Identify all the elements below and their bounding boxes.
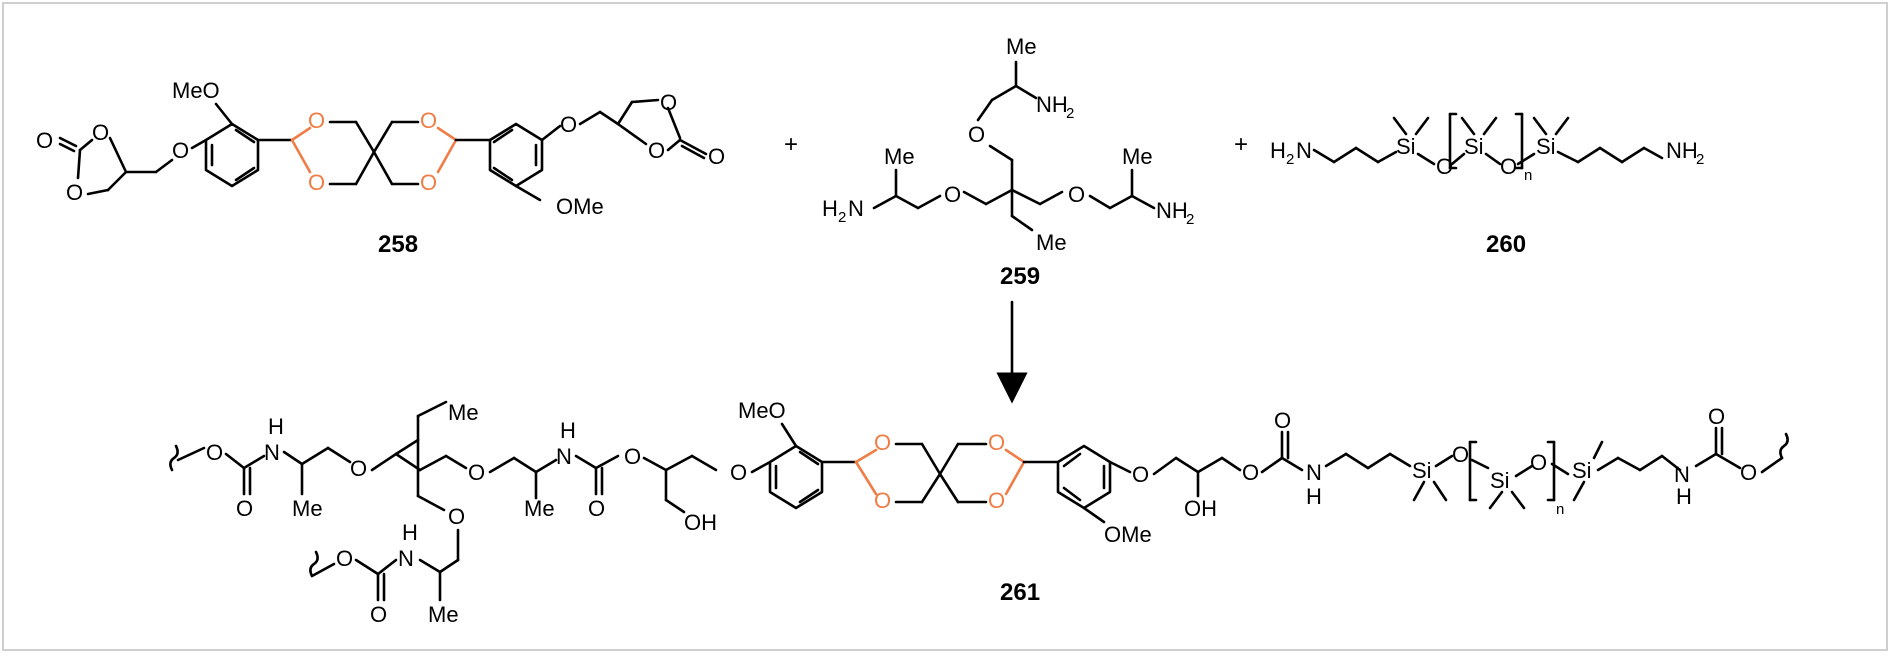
svg-text:O: O <box>36 128 53 153</box>
svg-text:H: H <box>1270 138 1286 163</box>
svg-text:Si: Si <box>1536 134 1556 159</box>
svg-text:O: O <box>236 496 253 521</box>
svg-text:Me: Me <box>428 602 459 627</box>
svg-text:MeO: MeO <box>738 398 786 423</box>
label-261: 261 <box>1000 579 1040 606</box>
svg-text:N: N <box>848 196 864 221</box>
svg-text:Si: Si <box>1412 458 1432 483</box>
svg-text:OH: OH <box>684 510 717 535</box>
svg-text:O: O <box>420 170 437 195</box>
svg-text:O: O <box>1132 462 1149 487</box>
label-259: 259 <box>1000 263 1040 290</box>
svg-text:MeO: MeO <box>172 78 220 103</box>
svg-text:H: H <box>1306 484 1322 509</box>
compound-260: H 2 N Si O Si O n Si NH 2 260 <box>1270 112 1704 258</box>
svg-text:2: 2 <box>1066 105 1074 122</box>
svg-text:O: O <box>944 182 961 207</box>
svg-text:O: O <box>66 180 83 205</box>
svg-text:H: H <box>822 196 838 221</box>
svg-text:O: O <box>1708 404 1725 429</box>
svg-text:O: O <box>660 90 677 115</box>
svg-text:O: O <box>560 112 577 137</box>
svg-text:Me: Me <box>1006 34 1037 59</box>
svg-text:H: H <box>402 520 418 545</box>
svg-text:O: O <box>730 460 747 485</box>
svg-text:O: O <box>92 120 109 145</box>
svg-text:O: O <box>448 504 465 529</box>
svg-text:O: O <box>1500 154 1517 179</box>
svg-text:O: O <box>1274 408 1291 433</box>
svg-text:Si: Si <box>1572 458 1592 483</box>
svg-text:O: O <box>1242 460 1259 485</box>
svg-text:NH: NH <box>1156 198 1188 223</box>
svg-text:Me: Me <box>448 400 479 425</box>
svg-text:NH: NH <box>1036 92 1068 117</box>
compound-258: O O O O MeO O O O O <box>36 78 725 258</box>
svg-text:O: O <box>1068 182 1085 207</box>
svg-text:2: 2 <box>838 209 846 226</box>
svg-text:N: N <box>1674 462 1690 487</box>
svg-text:O: O <box>1452 442 1469 467</box>
svg-text:O: O <box>308 170 325 195</box>
svg-text:n: n <box>1556 501 1564 518</box>
svg-text:O: O <box>708 144 725 169</box>
label-258: 258 <box>378 231 418 258</box>
svg-text:Me: Me <box>1036 230 1067 255</box>
svg-text:Me: Me <box>292 496 323 521</box>
svg-text:O: O <box>988 430 1005 455</box>
svg-text:O: O <box>468 460 485 485</box>
svg-text:O: O <box>1740 460 1757 485</box>
svg-text:NH: NH <box>1666 138 1698 163</box>
svg-text:Si: Si <box>1490 468 1510 493</box>
svg-text:N: N <box>556 444 572 469</box>
compound-261: O O N H Me O Me O Me N H O <box>169 398 1789 627</box>
svg-text:O: O <box>172 138 189 163</box>
svg-text:O: O <box>370 602 387 627</box>
compound-259: Me NH 2 O O Me H 2 N O Me NH 2 Me 259 <box>822 34 1194 290</box>
svg-text:N: N <box>1296 138 1312 163</box>
svg-text:Me: Me <box>1122 144 1153 169</box>
svg-text:Si: Si <box>1464 134 1484 159</box>
svg-text:O: O <box>874 488 891 513</box>
svg-text:O: O <box>308 108 325 133</box>
svg-text:Me: Me <box>884 144 915 169</box>
plus-sign-2: + <box>1234 131 1248 158</box>
svg-text:OMe: OMe <box>556 194 604 219</box>
svg-text:O: O <box>874 430 891 455</box>
svg-text:O: O <box>968 122 985 147</box>
svg-text:O: O <box>420 108 437 133</box>
svg-text:O: O <box>988 488 1005 513</box>
svg-text:N: N <box>1306 460 1322 485</box>
svg-text:N: N <box>398 546 414 571</box>
svg-text:O: O <box>1530 450 1547 475</box>
svg-text:OH: OH <box>1184 496 1217 521</box>
svg-text:O: O <box>350 456 367 481</box>
svg-text:O: O <box>648 138 665 163</box>
svg-text:O: O <box>336 546 353 571</box>
svg-text:n: n <box>1524 167 1532 184</box>
svg-text:H: H <box>268 414 284 439</box>
svg-text:Me: Me <box>524 496 555 521</box>
svg-text:N: N <box>264 440 280 465</box>
svg-text:Si: Si <box>1396 134 1416 159</box>
svg-text:2: 2 <box>1186 211 1194 228</box>
svg-text:H: H <box>560 418 576 443</box>
svg-text:2: 2 <box>1286 151 1294 168</box>
svg-text:2: 2 <box>1696 151 1704 168</box>
plus-sign-1: + <box>784 131 798 158</box>
label-260: 260 <box>1486 231 1526 258</box>
svg-text:H: H <box>1676 484 1692 509</box>
svg-text:O: O <box>206 440 223 465</box>
svg-text:O: O <box>588 496 605 521</box>
svg-text:O: O <box>624 444 641 469</box>
svg-text:OMe: OMe <box>1104 522 1152 547</box>
